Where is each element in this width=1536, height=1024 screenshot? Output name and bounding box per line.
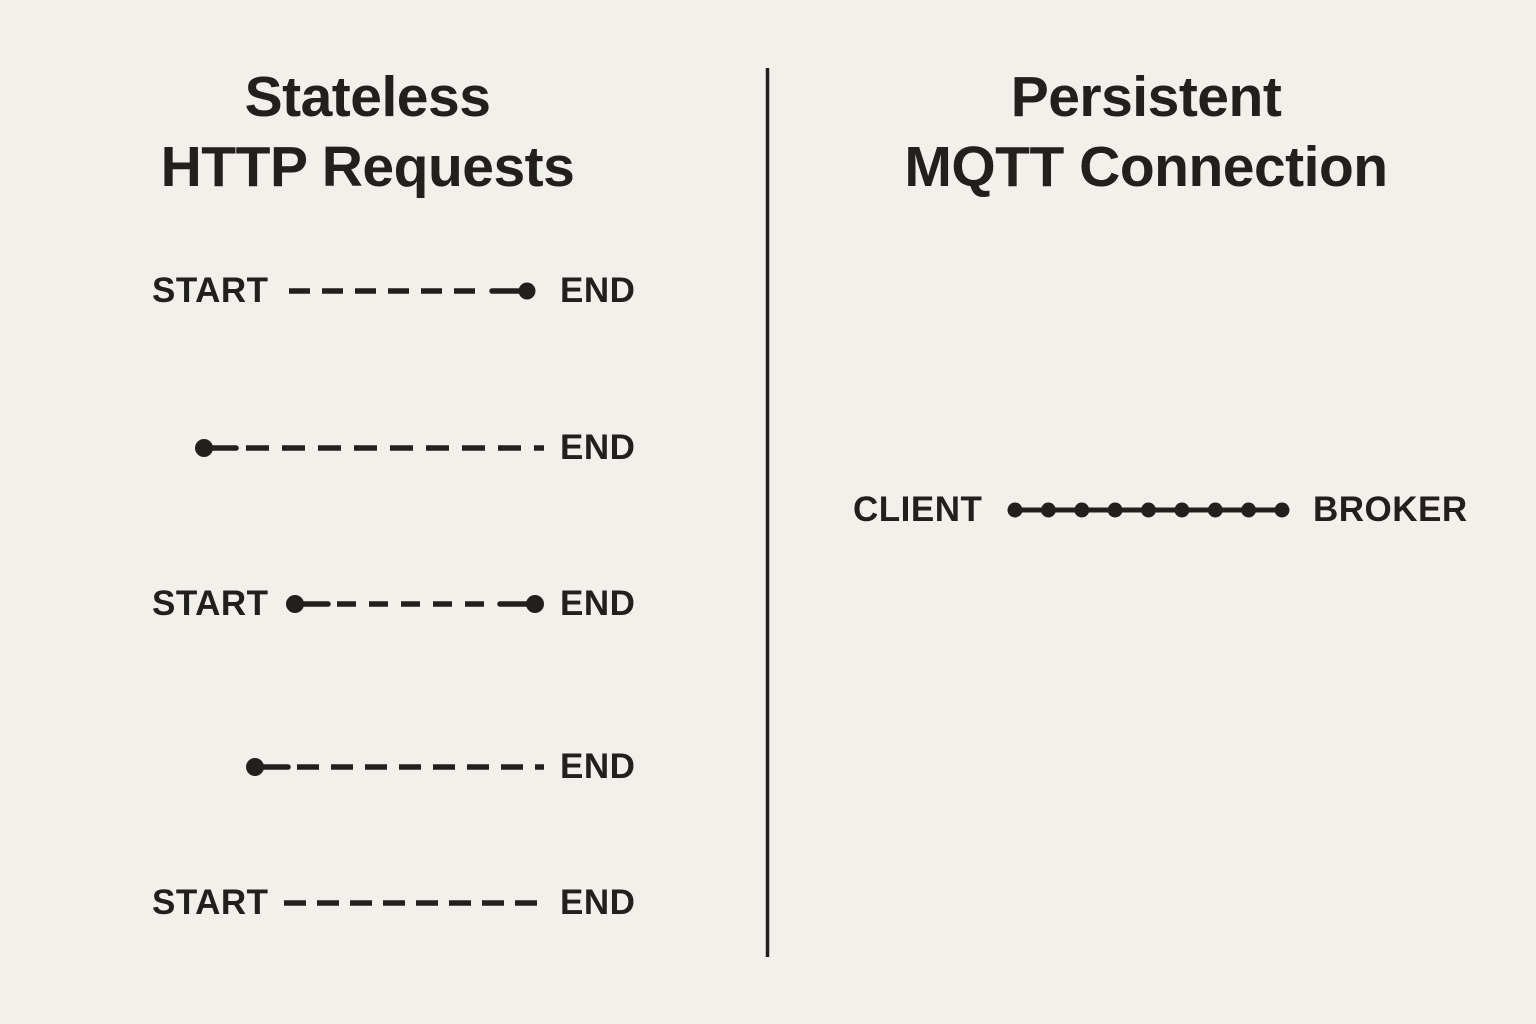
right-title-line2: MQTT Connection: [904, 135, 1388, 199]
mqtt-dot: [1207, 502, 1223, 518]
endpoint-dot: [518, 282, 536, 300]
row2-end-label: END: [560, 428, 636, 467]
http-request-row-1: [289, 282, 536, 300]
row5-end-label: END: [560, 883, 636, 922]
mqtt-dot: [1141, 502, 1156, 518]
mqtt-dot: [1074, 502, 1090, 518]
http-request-row-4: [246, 758, 544, 776]
mqtt-dot: [1040, 502, 1056, 518]
mqtt-dot: [1007, 502, 1023, 518]
left-title-line1: Stateless: [244, 65, 491, 129]
mqtt-connection-line: [1007, 502, 1290, 518]
row3-start-label: START: [152, 584, 269, 623]
mqtt-dot: [1107, 502, 1123, 518]
row3-end-label: END: [560, 584, 636, 623]
http-request-row-3: [286, 595, 544, 613]
row5-start-label: START: [152, 883, 269, 922]
client-label: CLIENT: [853, 490, 983, 529]
mqtt-dot: [1241, 502, 1257, 518]
mqtt-dot: [1274, 502, 1290, 518]
row1-end-label: END: [560, 271, 636, 310]
mqtt-dot: [1174, 502, 1190, 518]
left-title: Stateless HTTP Requests: [0, 62, 735, 202]
http-request-row-2: [195, 439, 544, 457]
endpoint-dot: [526, 595, 544, 613]
right-title: Persistent MQTT Connection: [767, 62, 1525, 202]
row1-start-label: START: [152, 271, 269, 310]
mqtt-dots: [1007, 502, 1290, 518]
right-title-line1: Persistent: [1010, 65, 1282, 129]
row4-end-label: END: [560, 747, 636, 786]
left-title-line2: HTTP Requests: [160, 135, 575, 199]
broker-label: BROKER: [1313, 490, 1468, 529]
